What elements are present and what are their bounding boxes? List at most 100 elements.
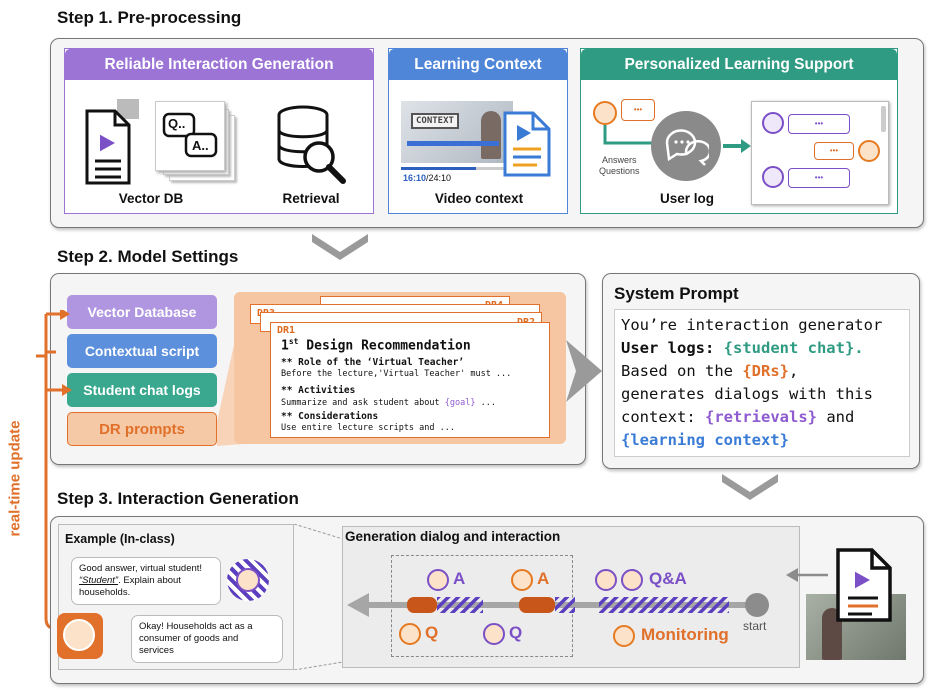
video-thumbnail: CONTEXT	[401, 101, 513, 163]
dr1-card: DR1 1st Design Recommendation ** Role of…	[270, 322, 550, 438]
qa-label: Q&A	[649, 569, 687, 588]
chat-qa-icon	[162, 112, 218, 158]
down-chevron-icon-2	[722, 474, 778, 500]
learning-box: Learning Context CONTEXT 16:10/24:10 Vid…	[388, 48, 568, 214]
dr1-considerations-title: ** Considerations	[281, 411, 379, 422]
agent-icon-a1	[427, 569, 449, 591]
sp-line-4: generates dialogs with this	[621, 385, 873, 403]
question-label-1: Q	[425, 623, 439, 642]
pill-vector-database: Vector Database	[67, 295, 217, 329]
question-label-2: Q	[509, 623, 523, 642]
chat-log-scrollbar[interactable]	[881, 106, 886, 132]
generation-dialog-box: Generation dialog and interaction A A Q&…	[342, 526, 800, 668]
sp-comma: ,	[789, 362, 799, 380]
teacher-bubble-text-c: . Explain about households.	[79, 575, 181, 598]
script-document-icon	[836, 548, 892, 622]
sp-line-1: You’re interaction generator	[621, 316, 883, 334]
student-bubble-2: •••	[814, 142, 854, 160]
sp-and: and	[816, 408, 855, 426]
student-reply-bubble: Okay! Households act as a consumer of go…	[131, 615, 283, 663]
agent-bubble-1: •••	[788, 114, 850, 134]
real-time-update-label: real-time update	[6, 420, 24, 537]
student-avatar-example	[63, 619, 95, 651]
answers-questions-labels: Answers Questions	[599, 155, 640, 177]
start-label: start	[743, 619, 767, 633]
context-sign: CONTEXT	[411, 113, 459, 129]
sp-learning-context-var: {learning context}	[621, 431, 789, 449]
reliable-box: Reliable Interaction Generation Q.. A.. …	[64, 48, 374, 214]
presenter-figure	[481, 111, 501, 159]
system-prompt-body: You’re interaction generator User logs: …	[614, 309, 910, 457]
student-icon-q1	[399, 623, 421, 645]
user-log-label: User log	[659, 191, 714, 206]
time-total: /24:10	[426, 173, 452, 183]
teacher-avatar-face	[236, 568, 260, 592]
agent-icon-q2	[483, 623, 505, 645]
answer-label-2: A	[537, 569, 550, 588]
student-avatar	[593, 101, 617, 125]
learning-header: Learning Context	[389, 49, 567, 80]
generation-dialog-title: Generation dialog and interaction	[345, 529, 561, 544]
chat-bubbles-icon	[665, 129, 709, 166]
dr1-role-title: ** Role of the ‘Virtual Teacher’	[281, 357, 465, 368]
video-context-label: Video context	[434, 191, 524, 206]
dr1-heading-sup: st	[288, 337, 299, 346]
dr1-goal-var: {goal}	[444, 398, 476, 408]
sp-line-2: User logs: {student chat}.	[621, 337, 909, 360]
dr1-role-text: Before the lecture,'Virtual Teacher' mus…	[281, 369, 512, 379]
progress-arrow	[407, 141, 499, 146]
teacher-avatar	[227, 559, 269, 601]
step1-title: Step 1. Pre-processing	[57, 8, 242, 27]
teacher-bubble-text-a: Good answer, virtual student!	[79, 563, 203, 574]
video-document-icon	[85, 99, 139, 185]
dr1-activities-title: ** Activities	[281, 385, 356, 396]
video-progress-bar[interactable]	[401, 167, 513, 170]
transcript-document-icon	[503, 111, 551, 177]
student-video-tile	[57, 613, 103, 659]
sp-context: context:	[621, 408, 705, 426]
example-box: Example (In-class) Good answer, virtual …	[57, 524, 294, 670]
answers-label: Answers	[602, 155, 637, 165]
dr1-tab: DR1	[277, 325, 296, 336]
time-current: 16:10	[403, 173, 427, 183]
agent-icon-qa-1	[595, 569, 617, 591]
sp-student-chat-var: {student chat}.	[723, 339, 864, 357]
timeline	[347, 593, 769, 617]
teacher-bubble-student: “Student”	[79, 575, 119, 586]
database-search-icon	[277, 105, 346, 184]
dr1-heading: 1st Design Recommendation	[281, 337, 471, 353]
dr1-heading-rest: Design Recommendation	[298, 338, 471, 354]
retrieval-label: Retrieval	[282, 191, 340, 206]
example-title: Example (In-class)	[65, 532, 175, 546]
answer-label-1: A	[453, 569, 466, 588]
personalized-box: Personalized Learning Support ••• Answer…	[580, 48, 898, 214]
questions-label: Questions	[599, 166, 640, 176]
down-chevron-icon	[312, 234, 368, 260]
right-chevron-icon	[566, 340, 602, 402]
step3-title: Step 3. Interaction Generation	[57, 489, 299, 508]
monitoring-label: Monitoring	[641, 625, 729, 644]
right-arrow-icon	[723, 139, 751, 153]
agent-avatar-1	[762, 112, 784, 134]
qa-card: Q.. A..	[155, 101, 225, 171]
dr1-activities-text: Summarize and ask student about {goal} .…	[281, 398, 496, 408]
user-log-circle	[651, 111, 721, 181]
dr1-activities-text-b: ...	[475, 398, 496, 408]
step2-title: Step 2. Model Settings	[57, 247, 239, 266]
teacher-bubble: Good answer, virtual student! “Student”.…	[71, 557, 221, 605]
agent-bubble-2: •••	[788, 168, 850, 188]
sp-user-logs: User logs:	[621, 339, 724, 357]
personalized-header: Personalized Learning Support	[581, 49, 897, 80]
sp-line-6: {learning context}	[621, 429, 909, 452]
vector-db-label: Vector DB	[118, 191, 184, 206]
chat-log-window: ••• ••• •••	[751, 101, 889, 205]
agent-icon-qa-2	[621, 569, 643, 591]
sp-drs-var: {DRs}	[742, 362, 789, 380]
video-timestamp: 16:10/24:10	[403, 173, 451, 183]
system-prompt-title: System Prompt	[614, 284, 739, 303]
pill-dr-prompts: DR prompts	[67, 412, 217, 446]
student-bubble: •••	[621, 99, 655, 121]
student-icon-monitoring	[613, 625, 635, 647]
qa-q-text: Q..	[168, 116, 186, 131]
sp-line-3: Based on the {DRs},	[621, 360, 909, 383]
